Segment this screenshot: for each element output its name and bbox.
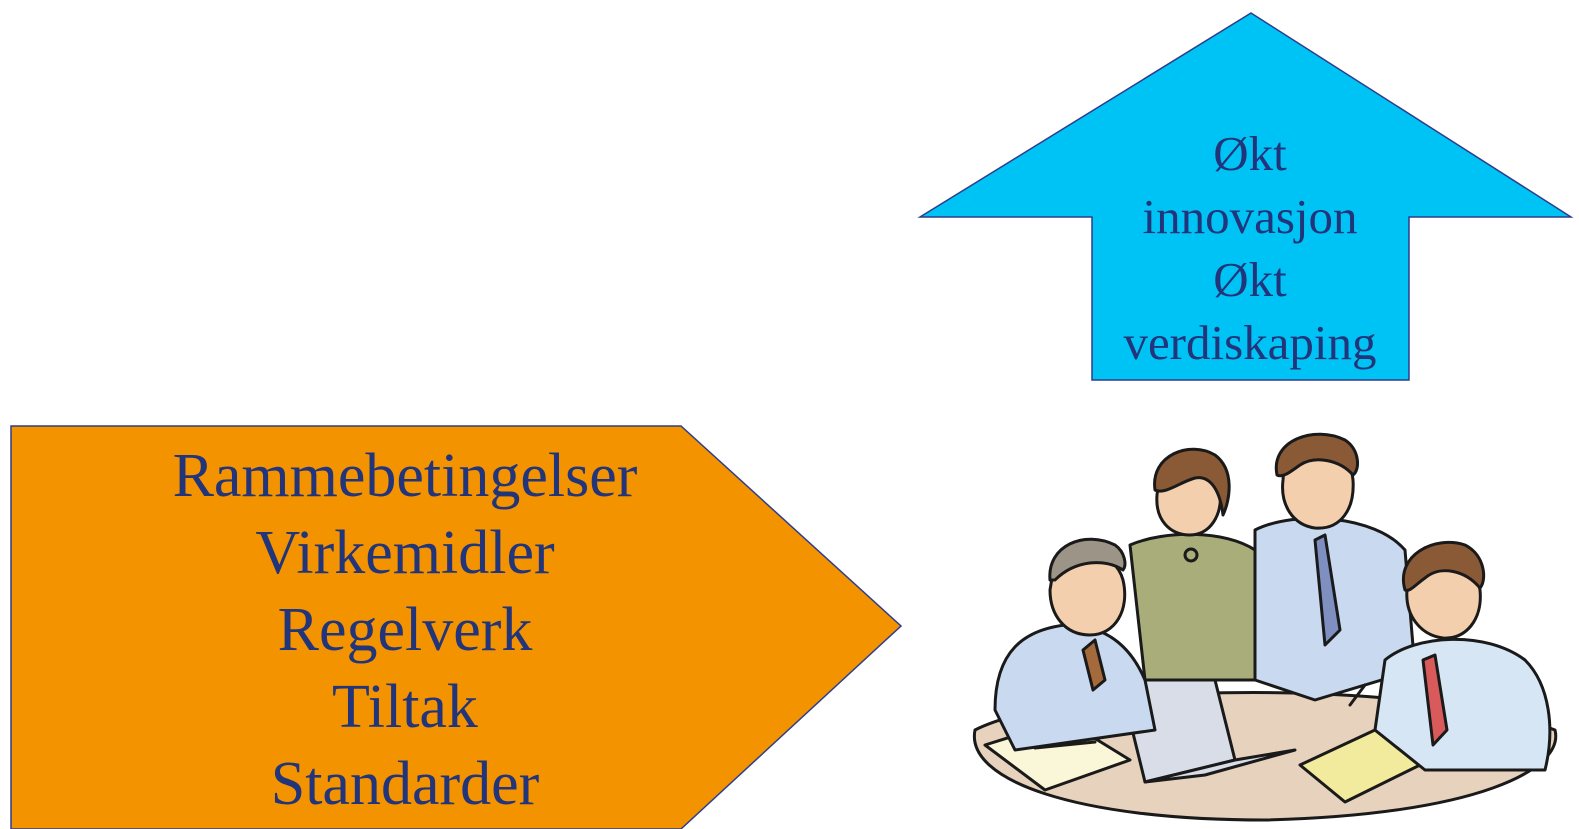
person2-necklace bbox=[1183, 547, 1199, 563]
right-arrow-line-2: Virkemidler bbox=[255, 519, 555, 587]
person3-hair bbox=[1274, 432, 1359, 478]
person1-tie bbox=[1081, 638, 1107, 692]
laptop-base bbox=[1143, 748, 1297, 784]
person2-hair bbox=[1153, 447, 1231, 517]
right-arrow-polygon bbox=[10, 425, 903, 829]
up-arrow-line-2: innovasjon bbox=[1142, 189, 1358, 244]
person3-tie bbox=[1313, 533, 1342, 647]
up-arrow-line-3: Økt bbox=[1213, 252, 1287, 307]
up-arrow-line-1: Økt bbox=[1213, 126, 1287, 181]
right-arrow-line-5: Standarder bbox=[270, 750, 540, 818]
business-meeting-clipart bbox=[972, 432, 1558, 822]
right-arrow-line-3: Regelverk bbox=[277, 596, 533, 664]
right-arrow-line-4: Tiltak bbox=[332, 673, 478, 741]
person4-tie bbox=[1421, 653, 1449, 747]
person1-hair bbox=[1048, 537, 1127, 582]
up-arrow-line-4: verdiskaping bbox=[1123, 315, 1377, 370]
person4-pen bbox=[1348, 683, 1367, 707]
up-arrow-label: Økt innovasjon Økt verdiskaping bbox=[1090, 122, 1410, 374]
person4-hair bbox=[1401, 540, 1486, 592]
right-arrow-line-1: Rammebetingelser bbox=[172, 442, 638, 510]
person4-body bbox=[1373, 637, 1552, 772]
up-arrow-polygon bbox=[917, 12, 1574, 381]
person1-body bbox=[993, 623, 1157, 752]
right-arrow-label: Rammebetingelser Virkemidler Regelverk T… bbox=[60, 438, 750, 823]
